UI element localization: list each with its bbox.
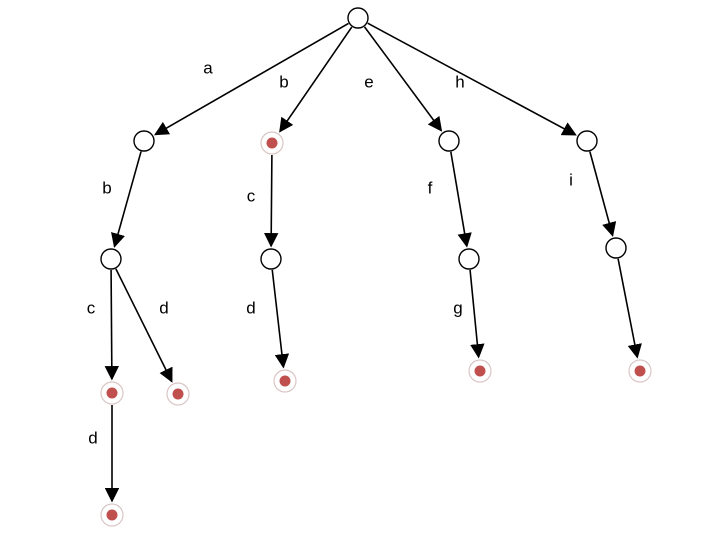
node-circle xyxy=(100,248,122,270)
end-marker-dot xyxy=(279,375,291,387)
edge-ef-efg xyxy=(469,269,485,359)
node-circle xyxy=(260,248,282,270)
edge-hi-hij xyxy=(617,258,642,359)
edge-e-ef xyxy=(450,151,472,248)
terminal-node-efg xyxy=(468,359,492,383)
terminal-node-b xyxy=(260,131,284,155)
edge-ab-abd xyxy=(115,268,173,383)
edge-label-root-e: e xyxy=(364,72,373,91)
edge-ab-abc xyxy=(104,269,119,381)
edge-label-ef-efg: g xyxy=(453,298,462,317)
terminal-node-abcd xyxy=(100,503,124,527)
terminal-node-bcd xyxy=(273,369,297,393)
node-circle xyxy=(133,130,155,152)
end-marker-dot xyxy=(172,388,184,400)
edge-bc-bcd xyxy=(271,269,290,369)
edge-label-a-ab: b xyxy=(102,178,111,197)
end-marker-dot xyxy=(634,365,646,377)
edge-root-h xyxy=(367,22,577,136)
edge-root-e xyxy=(363,26,443,132)
edge-label-ab-abd: d xyxy=(159,298,168,317)
node-circle xyxy=(458,248,480,270)
trie-node-a xyxy=(133,130,155,152)
edge-label-root-a: a xyxy=(203,58,213,77)
terminal-node-hij xyxy=(628,359,652,383)
nodes-layer xyxy=(100,7,652,527)
end-marker-dot xyxy=(266,137,278,149)
node-circle xyxy=(605,237,627,259)
edge-label-root-b: b xyxy=(279,72,288,91)
edges-layer: a b e h b c d d c d f g i xyxy=(87,22,642,503)
edge-h-hi xyxy=(589,151,617,237)
trie-node-hi xyxy=(605,237,627,259)
edge-root-b xyxy=(279,26,353,133)
edge-b-bc xyxy=(264,154,279,248)
end-marker-dot xyxy=(106,387,118,399)
edge-label-b-bc: c xyxy=(247,186,256,205)
edge-label-root-h: h xyxy=(455,72,464,91)
trie-node-ab xyxy=(100,248,122,270)
edge-label-ab-abc: c xyxy=(87,298,96,317)
edge-a-ab xyxy=(111,151,142,248)
trie-node-ef xyxy=(458,248,480,270)
end-marker-dot xyxy=(474,365,486,377)
trie-node-root xyxy=(347,7,369,29)
terminal-node-abd xyxy=(166,382,190,406)
edge-label-bc-bcd: d xyxy=(246,298,255,317)
terminal-node-abc xyxy=(100,381,124,405)
trie-node-e xyxy=(438,130,460,152)
trie-node-bc xyxy=(260,248,282,270)
edge-label-abc-abcd: d xyxy=(88,428,97,447)
edge-label-e-ef: f xyxy=(428,178,433,197)
edge-label-h-hi: i xyxy=(569,170,573,189)
end-marker-dot xyxy=(106,509,118,521)
node-circle xyxy=(347,7,369,29)
node-circle xyxy=(576,130,598,152)
edge-root-a xyxy=(154,22,349,136)
node-circle xyxy=(438,130,460,152)
trie-node-h xyxy=(576,130,598,152)
